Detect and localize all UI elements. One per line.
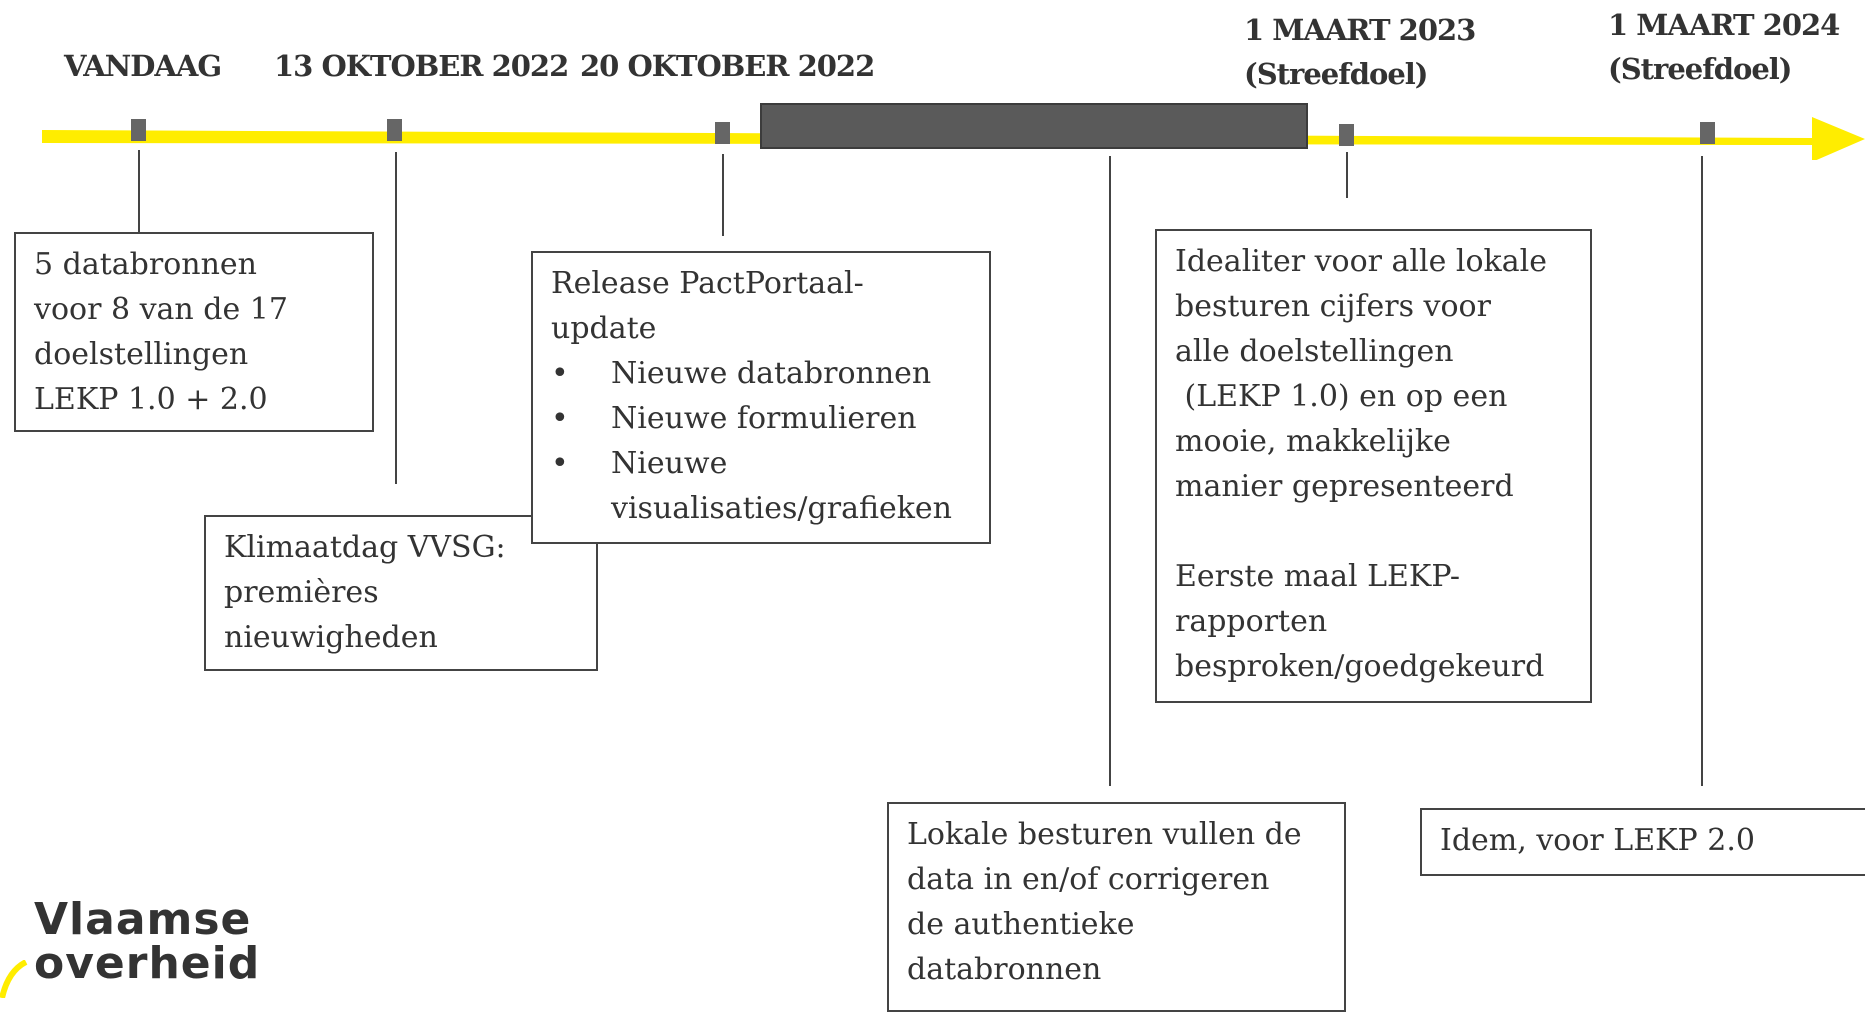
marker-20-oktober (715, 122, 730, 144)
list-item: •Nieuwe databronnen (551, 356, 932, 391)
release-bullet-list: •Nieuwe databronnen •Nieuwe formulieren … (551, 351, 971, 531)
vlaamse-overheid-logo: Vlaamse overheid (34, 894, 261, 989)
note-idealiter: Idealiter voor alle lokale besturen cijf… (1155, 229, 1592, 703)
date-label-1-maart-2024: 1 MAART 2024 (Streefdoel) (1608, 8, 1840, 86)
marker-1-maart-2023 (1339, 124, 1354, 146)
marker-1-maart-2024 (1700, 122, 1715, 144)
marker-13-oktober (387, 119, 402, 141)
connector-13-oktober (395, 152, 397, 484)
period-bar (760, 103, 1308, 149)
list-item: •Nieuwe formulieren (551, 401, 917, 436)
note-release-pactportaal: Release PactPortaal- update •Nieuwe data… (531, 251, 991, 544)
note-databronnen: 5 databronnen voor 8 van de 17 doelstell… (14, 232, 374, 432)
date-label-13-oktober-2022: 13 OKTOBER 2022 (274, 49, 569, 83)
date-label-20-oktober-2022: 20 OKTOBER 2022 (580, 49, 875, 83)
note-lokale-besturen: Lokale besturen vullen de data in en/of … (887, 802, 1346, 1012)
date-label-1-maart-2023: 1 MAART 2023 (Streefdoel) (1244, 13, 1476, 91)
logo-arc-icon (0, 960, 28, 998)
connector-1-maart-2024 (1701, 156, 1703, 786)
connector-20-oktober (722, 154, 724, 236)
connector-1-maart-2023 (1346, 152, 1348, 198)
note-idem-lekp-2: Idem, voor LEKP 2.0 (1420, 808, 1865, 876)
marker-vandaag (131, 119, 146, 141)
connector-vandaag (138, 150, 140, 232)
connector-period (1109, 156, 1111, 786)
date-label-vandaag: VANDAAG (64, 49, 222, 83)
